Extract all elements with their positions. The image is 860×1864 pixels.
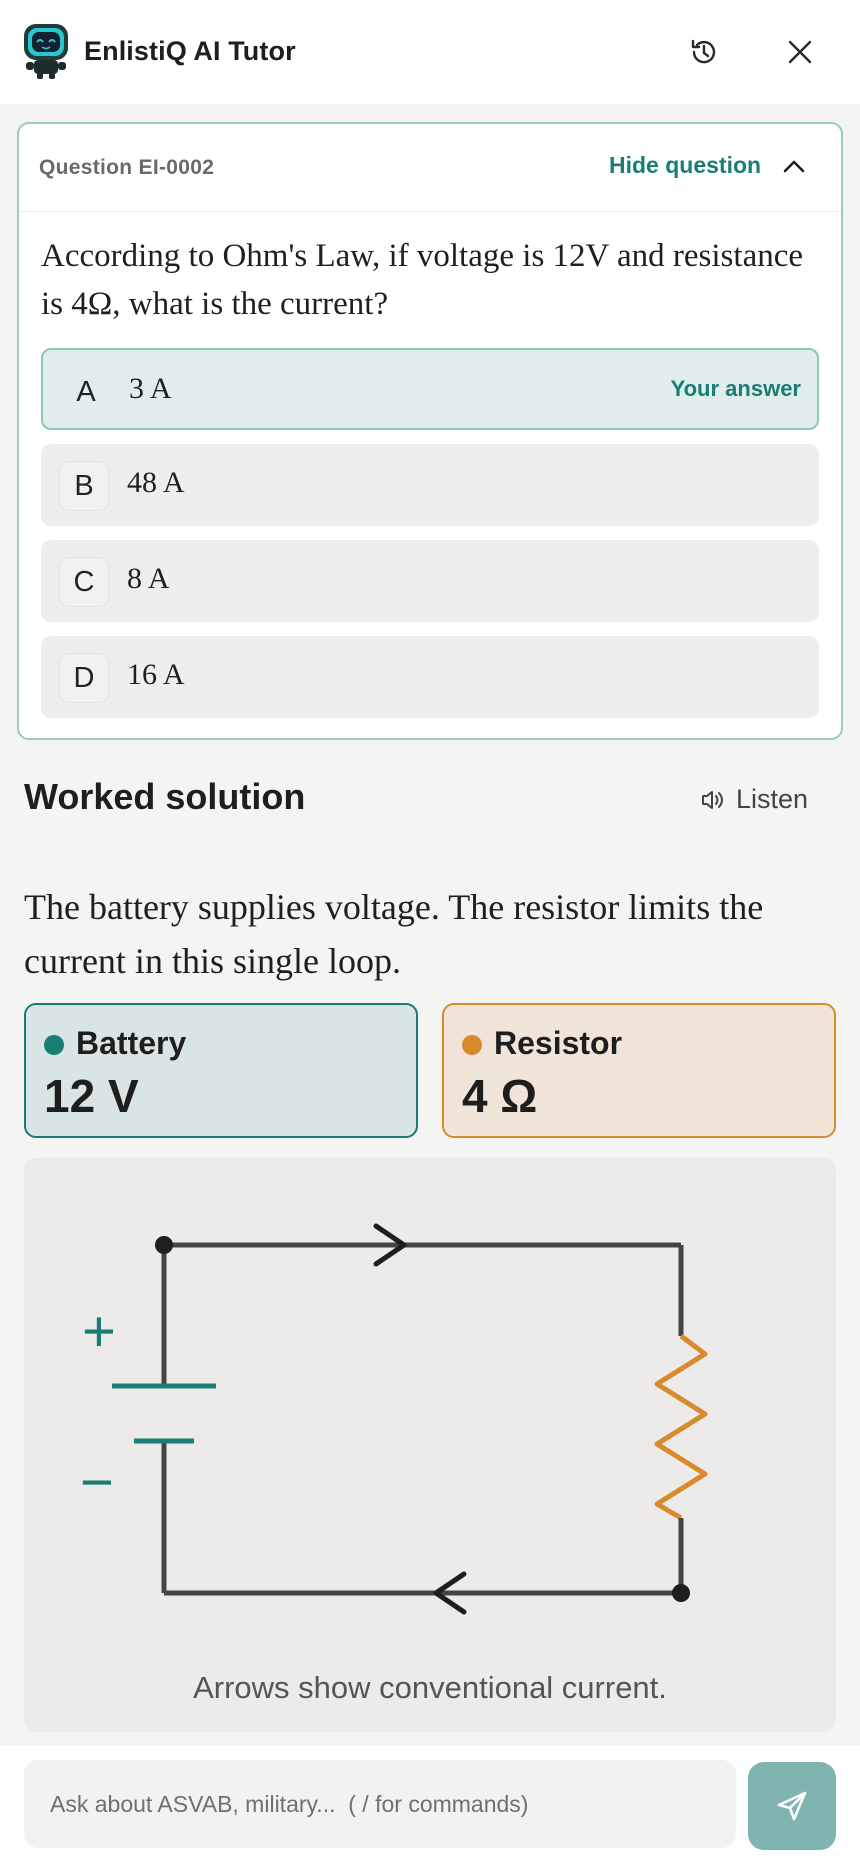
option-a[interactable]: A 3 A Your answer — [41, 348, 819, 430]
listen-button[interactable]: Listen — [700, 784, 808, 815]
your-answer-badge: Your answer — [670, 376, 801, 401]
option-text: 8 A — [127, 562, 170, 595]
minus-sign: − — [80, 1450, 114, 1515]
battery-card: Battery 12 V — [24, 1003, 418, 1138]
option-letter: C — [59, 557, 109, 607]
option-c[interactable]: C 8 A — [41, 540, 819, 622]
speaker-icon — [702, 790, 723, 809]
battery-value: 12 V — [44, 1070, 139, 1122]
battery-label: Battery — [76, 1025, 187, 1061]
node-bottom-right — [672, 1584, 690, 1602]
question-text: According to Ohm's Law, if voltage is 12… — [41, 238, 804, 322]
worked-solution-title: Worked solution — [24, 776, 306, 817]
resistor-card: Resistor 4 Ω — [442, 1003, 836, 1138]
app-header: EnlistiQ AI Tutor — [0, 0, 860, 104]
history-button[interactable] — [684, 32, 724, 72]
robot-mascot-icon — [22, 22, 70, 80]
listen-label: Listen — [736, 784, 809, 814]
battery-dot — [44, 1035, 64, 1055]
send-button[interactable] — [748, 1762, 836, 1850]
option-letter: D — [59, 653, 109, 703]
app-title: EnlistiQ AI Tutor — [84, 36, 296, 66]
solution-text: The battery supplies voltage. The resist… — [24, 887, 764, 981]
option-d[interactable]: D 16 A — [41, 636, 819, 718]
option-letter: A — [76, 375, 96, 408]
question-card: Question EI-0002 Hide question According… — [17, 122, 843, 740]
node-top-left — [155, 1236, 173, 1254]
plus-sign: + — [82, 1299, 116, 1364]
resistor-value: 4 Ω — [462, 1070, 538, 1122]
option-b[interactable]: B 48 A — [41, 444, 819, 526]
close-button[interactable] — [780, 32, 820, 72]
diagram-caption: Arrows show conventional current. — [193, 1670, 667, 1705]
chat-input[interactable] — [24, 1760, 736, 1848]
question-id: Question EI-0002 — [39, 156, 215, 179]
current-arrow-right — [373, 1223, 407, 1267]
current-arrow-left — [433, 1571, 467, 1615]
hide-question-button[interactable]: Hide question — [609, 152, 805, 179]
hide-question-label: Hide question — [609, 152, 762, 178]
chevron-up-icon — [783, 160, 805, 172]
resistor-dot — [462, 1035, 482, 1055]
option-text: 48 A — [127, 466, 185, 499]
circuit-svg: + − — [80, 1223, 708, 1615]
resistor-label: Resistor — [494, 1025, 623, 1061]
close-icon — [788, 40, 812, 64]
resistor-symbol — [654, 1334, 708, 1521]
option-letter: B — [59, 461, 109, 511]
chat-composer — [0, 1746, 860, 1864]
send-icon — [777, 1791, 807, 1821]
circuit-diagram: + − Arrows show conventional current. — [24, 1158, 836, 1732]
option-text: 3 A — [129, 372, 172, 405]
question-card-header: Question EI-0002 Hide question — [19, 124, 841, 212]
history-icon — [691, 39, 716, 64]
option-text: 16 A — [127, 658, 185, 691]
